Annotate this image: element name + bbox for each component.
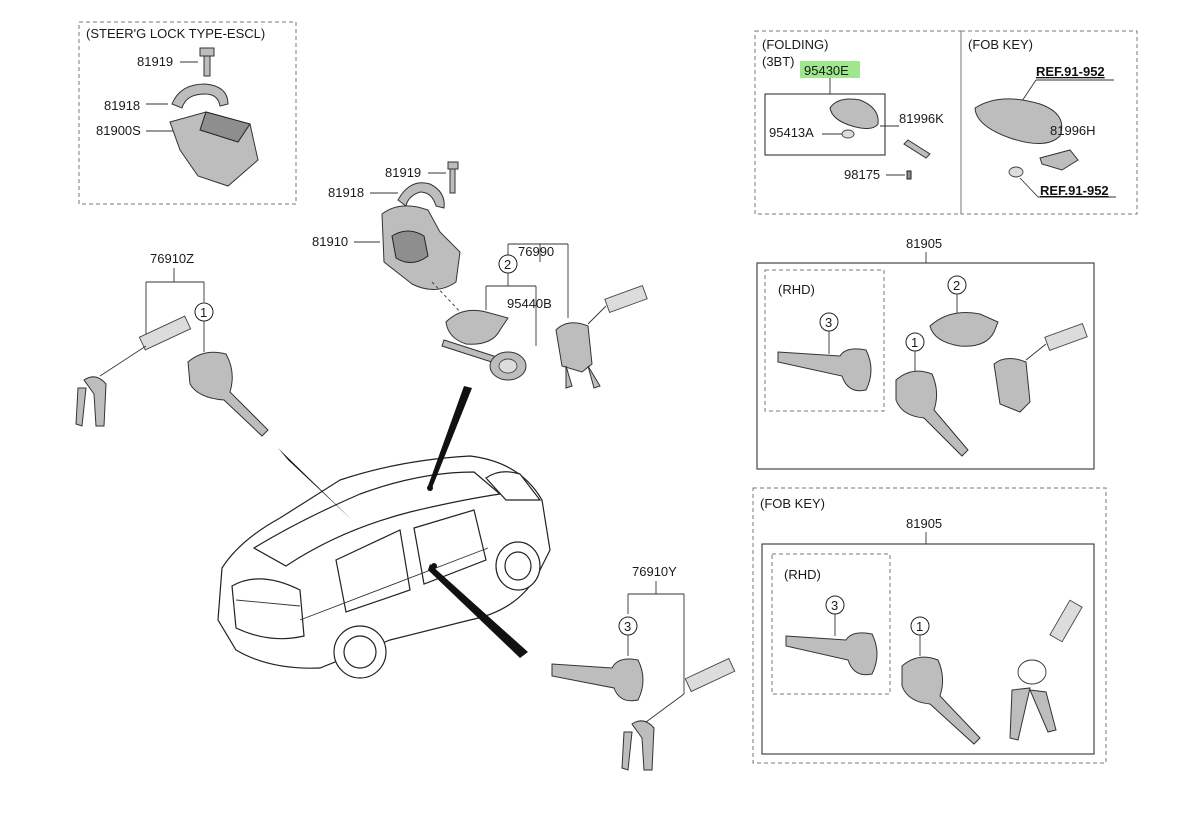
pointer-left bbox=[278, 448, 352, 520]
panel-title: (STEER'G LOCK TYPE-ESCL) bbox=[86, 26, 265, 41]
battery-icon bbox=[1008, 166, 1024, 178]
center-ignition-assembly: 81919 81918 81910 76990 2 95440B bbox=[312, 161, 648, 389]
fob-kit-border bbox=[761, 543, 1095, 755]
panel-fob-key-top: (FOB KEY) REF.91-952 81996H REF.91-952 bbox=[960, 30, 1138, 215]
left-door-cylinder-group: 76910Z 1 bbox=[75, 251, 269, 437]
part-number-98175[interactable]: 98175 bbox=[844, 167, 880, 182]
bolt-icon bbox=[199, 47, 215, 77]
panel-border bbox=[78, 21, 297, 205]
highlight-box bbox=[800, 61, 860, 78]
callout-2[interactable]: 2 bbox=[504, 257, 511, 272]
panel-border bbox=[756, 262, 1095, 470]
door-cylinder-icon bbox=[895, 370, 969, 457]
vehicle-illustration bbox=[217, 455, 551, 679]
key-ring-icon bbox=[1017, 659, 1047, 685]
rhd-sub-border bbox=[764, 269, 885, 412]
rhd-sub-border bbox=[771, 553, 891, 695]
emergency-key-icon bbox=[1009, 687, 1031, 741]
key-tag-icon bbox=[1044, 323, 1088, 351]
callout-3[interactable]: 3 bbox=[831, 598, 838, 613]
panel-folding: (FOLDING) (3BT) 95430E 95413A 81996K 981… bbox=[754, 30, 962, 215]
ignition-cylinder-icon bbox=[445, 309, 509, 345]
panel-fob-key-bottom: (FOB KEY) 81905 (RHD) 3 1 bbox=[752, 487, 1107, 764]
rhd-title: (RHD) bbox=[784, 567, 821, 582]
pointer-bottom bbox=[428, 564, 528, 658]
part-number-81919[interactable]: 81919 bbox=[137, 54, 173, 69]
part-number-81996K[interactable]: 81996K bbox=[899, 111, 944, 126]
door-cylinder-icon bbox=[187, 351, 269, 437]
key-tag-icon bbox=[1049, 599, 1083, 643]
pin-icon bbox=[906, 170, 912, 180]
pointer-top bbox=[428, 386, 472, 488]
part-number-76910Y[interactable]: 76910Y bbox=[632, 564, 677, 579]
panel-title-line1: (FOLDING) bbox=[762, 37, 828, 52]
bottom-cylinder-group: 76910Y 3 bbox=[551, 564, 736, 771]
callout-3[interactable]: 3 bbox=[825, 315, 832, 330]
bracket-icon bbox=[171, 83, 229, 109]
key-pair-icon bbox=[631, 720, 655, 771]
panel-title: (FOB KEY) bbox=[760, 496, 825, 511]
folding-key-icon bbox=[829, 98, 879, 130]
rhd-title: (RHD) bbox=[778, 282, 815, 297]
callout-1[interactable]: 1 bbox=[916, 619, 923, 634]
bolt-icon bbox=[447, 161, 459, 170]
panel-border bbox=[752, 487, 1107, 764]
part-number-81996H[interactable]: 81996H bbox=[1050, 123, 1096, 138]
key-tag-icon bbox=[138, 315, 192, 351]
panel-title-line2: (3BT) bbox=[762, 54, 795, 69]
key-tag-icon bbox=[604, 285, 648, 313]
key-blade-icon bbox=[903, 139, 931, 159]
door-cylinder-icon bbox=[901, 656, 981, 745]
part-number-95440B[interactable]: 95440B bbox=[507, 296, 552, 311]
part-number-76910Z[interactable]: 76910Z bbox=[150, 251, 194, 266]
callout-1[interactable]: 1 bbox=[911, 335, 918, 350]
panel-steering-lock: (STEER'G LOCK TYPE-ESCL) 81919 81918 819… bbox=[78, 21, 297, 205]
key-tag-icon bbox=[684, 657, 736, 693]
part-number-81900S[interactable]: 81900S bbox=[96, 123, 141, 138]
o-ring-icon bbox=[841, 129, 855, 139]
ref-link-1[interactable]: REF.91-952 bbox=[1036, 64, 1105, 79]
part-number-81905[interactable]: 81905 bbox=[906, 236, 942, 251]
callout-2[interactable]: 2 bbox=[953, 278, 960, 293]
part-number-81905-fob[interactable]: 81905 bbox=[906, 516, 942, 531]
emergency-key-icon bbox=[1039, 149, 1079, 171]
trunk-cylinder-icon bbox=[777, 348, 872, 392]
panel-border bbox=[960, 30, 1138, 215]
ignition-cylinder-icon bbox=[929, 312, 999, 347]
part-number-81918[interactable]: 81918 bbox=[104, 98, 140, 113]
part-number-81910[interactable]: 81910 bbox=[312, 234, 348, 249]
ref-link-2[interactable]: REF.91-952 bbox=[1040, 183, 1109, 198]
trunk-cylinder-icon bbox=[551, 658, 644, 702]
panel-rhd-kit: 81905 (RHD) 3 2 1 bbox=[756, 236, 1095, 470]
part-number-95413A[interactable]: 95413A bbox=[769, 125, 814, 140]
panel-title: (FOB KEY) bbox=[968, 37, 1033, 52]
callout-3[interactable]: 3 bbox=[624, 619, 631, 634]
fob-key-icon bbox=[974, 98, 1063, 144]
part-number-76990[interactable]: 76990 bbox=[518, 244, 554, 259]
key-pair-icon bbox=[83, 376, 107, 427]
bracket-icon bbox=[397, 182, 445, 209]
part-number-81919[interactable]: 81919 bbox=[385, 165, 421, 180]
callout-1[interactable]: 1 bbox=[200, 305, 207, 320]
part-number-81918[interactable]: 81918 bbox=[328, 185, 364, 200]
trunk-cylinder-icon bbox=[785, 632, 878, 676]
part-number-95430E[interactable]: 95430E bbox=[804, 63, 849, 78]
key-set-icon bbox=[993, 358, 1031, 413]
key-set-icon bbox=[555, 322, 593, 373]
key-group-box bbox=[764, 93, 886, 156]
